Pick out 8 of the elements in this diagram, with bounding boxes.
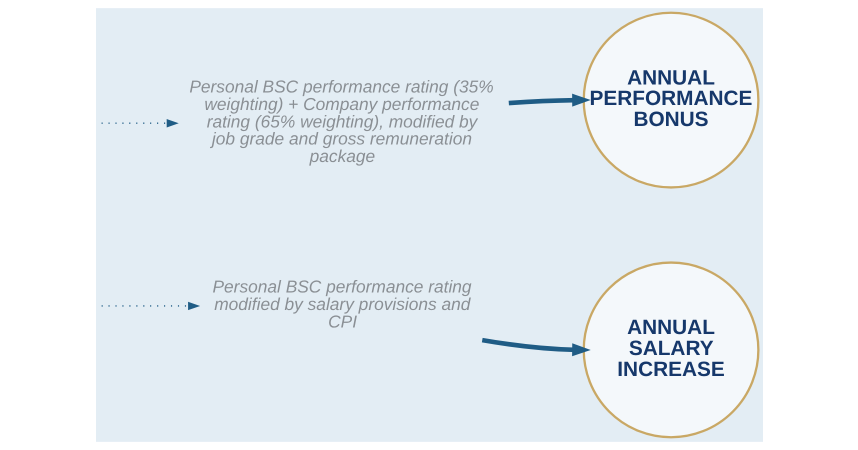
arrow <box>101 119 178 128</box>
node-text: Personal BSC performance rating modified by salary provisions and CPI <box>212 276 472 332</box>
arrow <box>508 94 590 107</box>
node-text: Personal BSC performance rating (35% weighting) + Company performance rating (65% weighting), modified by job grade and gross remuneration package <box>188 76 494 166</box>
node-circle: ANNUAL SALARY INCREASE <box>582 261 760 438</box>
arrow <box>481 338 590 356</box>
arrow <box>101 302 200 310</box>
node-circle: ANNUAL PERFORMANCE BONUS <box>582 12 760 189</box>
